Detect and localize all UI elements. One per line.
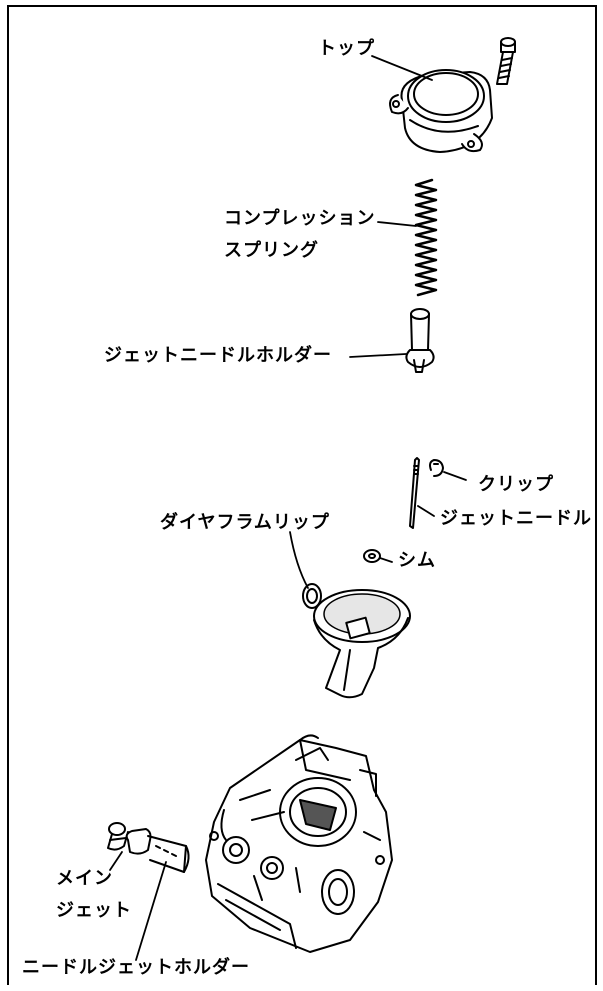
label-shim: シム xyxy=(398,550,436,571)
label-clip: クリップ xyxy=(478,474,554,495)
label-main-jet-line1: メイン xyxy=(56,868,113,889)
leader-line-diaphragm-lip xyxy=(289,531,309,589)
label-main-jet-line2: ジェット xyxy=(56,900,132,921)
leader-line-jet-needle xyxy=(417,505,435,517)
leader-line-jet-needle-holder xyxy=(349,353,407,358)
label-jet-needle-holder: ジェットニードルホルダー xyxy=(104,345,332,366)
main-jet-part xyxy=(107,822,129,851)
leader-line-top xyxy=(371,55,433,81)
carburetor-body-part xyxy=(205,734,393,953)
leader-line-needle-jet-holder xyxy=(135,861,167,961)
label-diaphragm-lip: ダイヤフラムリップ xyxy=(160,512,330,533)
shim-part xyxy=(363,549,381,563)
jet-needle-part xyxy=(409,457,420,529)
leader-line-clip xyxy=(443,471,467,481)
clip-part xyxy=(429,459,444,477)
label-compression-spring-line2: スプリング xyxy=(224,240,319,261)
leader-line-main-jet xyxy=(109,851,123,871)
diaphragm-piston-part xyxy=(302,583,411,699)
leader-line-spring xyxy=(377,221,417,227)
leader-line-shim xyxy=(379,557,393,563)
jet-needle-holder-part xyxy=(405,308,435,373)
label-top: トップ xyxy=(318,38,375,59)
top-cap-part xyxy=(389,69,493,153)
label-compression-spring-line1: コンプレッション xyxy=(224,208,376,229)
label-jet-needle: ジェットニードル xyxy=(440,508,592,529)
compression-spring-part xyxy=(414,178,438,297)
diagram-frame xyxy=(7,5,597,985)
needle-jet-holder-part xyxy=(125,828,190,873)
top-screw-part xyxy=(496,37,516,85)
label-needle-jet-holder: ニードルジェットホルダー xyxy=(22,957,250,978)
leader-lines xyxy=(109,55,467,961)
